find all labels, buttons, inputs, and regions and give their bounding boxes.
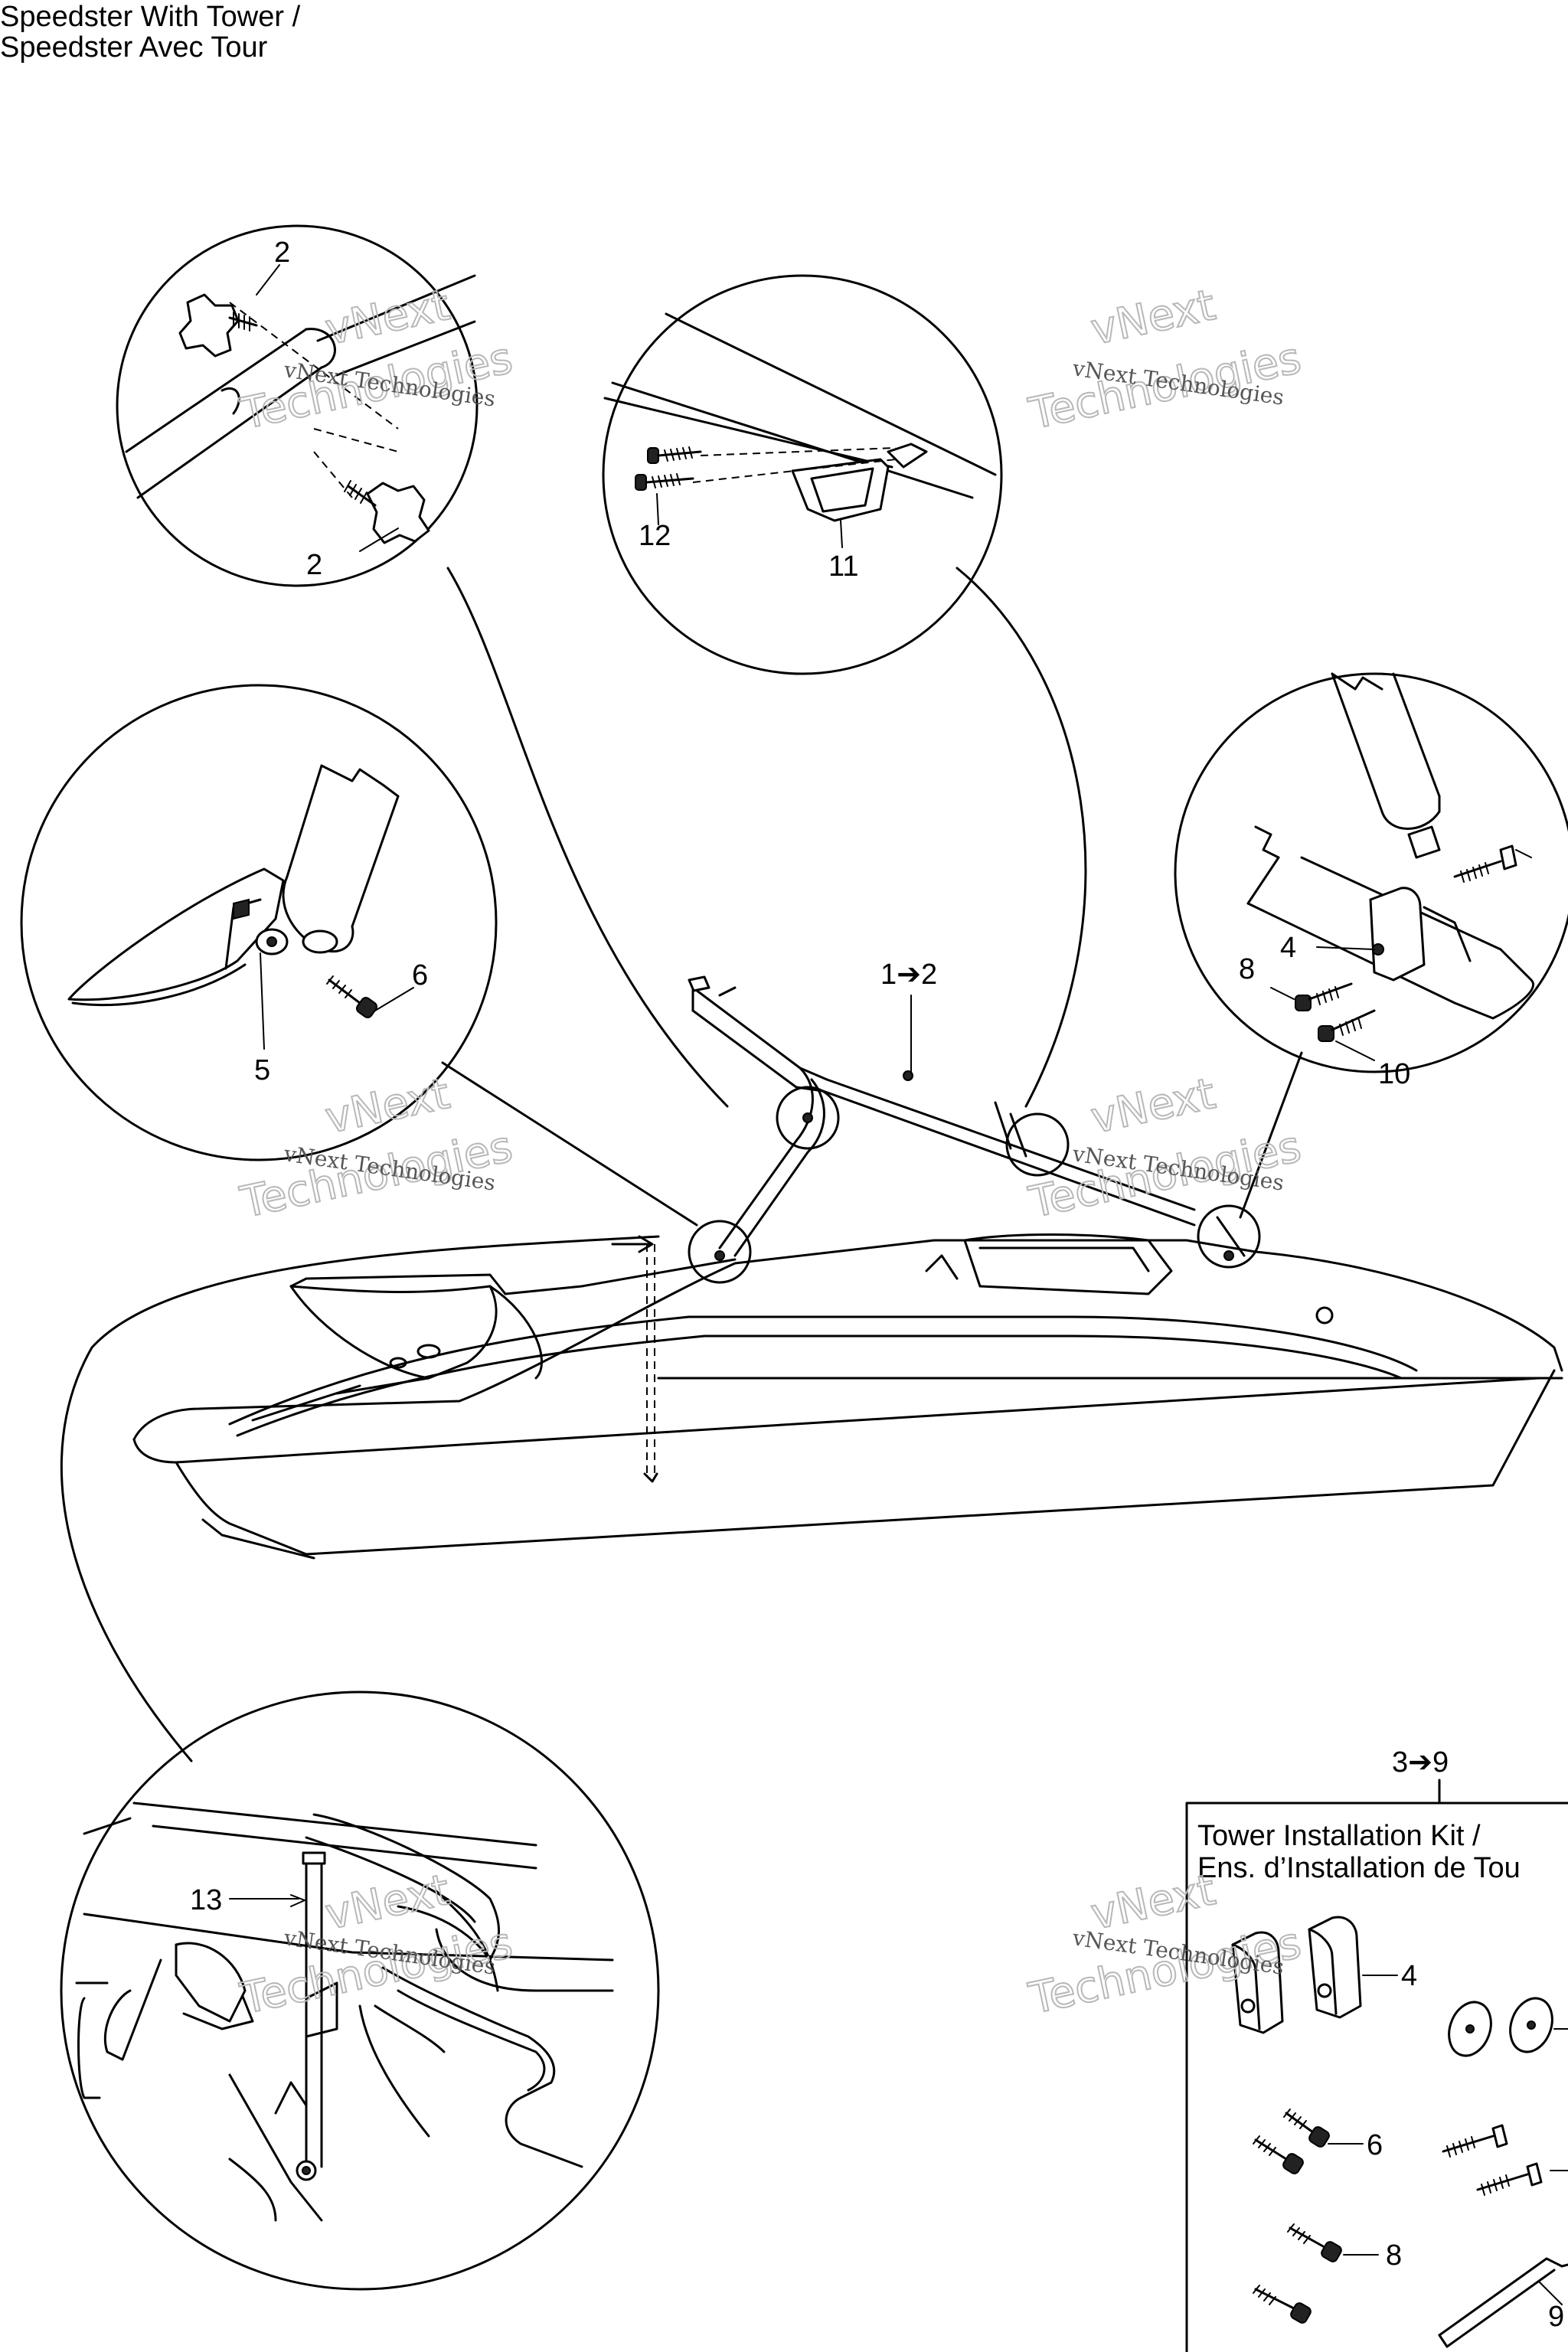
kit-parts [1231, 1916, 1568, 2348]
callout-2-top: 2 [274, 237, 290, 269]
callout-8-right: 8 [1239, 953, 1255, 985]
leader-line-mid-left [441, 1061, 698, 1227]
svg-text:vNext: vNext [1086, 1069, 1220, 1144]
callout-1-to-2: 1➔2 [880, 959, 937, 991]
svg-text:vNext: vNext [321, 1865, 454, 1940]
diagram-title-line-1: Speedster With Tower / [0, 1, 301, 33]
detail-circle-rear-mount [1174, 672, 1568, 1073]
leader-line-top-right [956, 567, 1087, 1108]
callout-13: 13 [190, 1884, 222, 1916]
kit-title-line-1: Tower Installation Kit / [1197, 1820, 1481, 1852]
leader-line-top-left [446, 567, 729, 1108]
callout-12: 12 [639, 520, 671, 552]
detail-circle-pole [60, 1690, 660, 2291]
callout-4-right: 4 [1280, 932, 1296, 964]
svg-text:vNext: vNext [1086, 280, 1220, 355]
svg-text:vNext: vNext [321, 280, 454, 355]
detail-circle-front-mount [20, 684, 498, 1161]
svg-text:vNext: vNext [1086, 1865, 1220, 1940]
watermark-5: vNext Technologies vNext Technologies [235, 1864, 517, 2025]
callout-5: 5 [254, 1054, 270, 1086]
callout-3-to-9: 3➔9 [1392, 1746, 1449, 1779]
watermark-3: vNext Technologies vNext Technologies [235, 1068, 517, 1229]
callout-10: 10 [1378, 1058, 1410, 1090]
callout-6-left: 6 [412, 959, 428, 991]
leader-line-mid-right [1239, 1051, 1303, 1219]
kit-callout-4: 4 [1401, 1960, 1417, 1992]
callout-11: 11 [828, 550, 858, 583]
diagram-title-line-2: Speedster Avec Tour [0, 31, 268, 64]
kit-callout-8: 8 [1386, 2239, 1402, 2272]
kit-title-line-2: Ens. d’Installation de Tou [1197, 1852, 1521, 1884]
detail-circle-mirror [602, 274, 1003, 675]
boat-hull [132, 1233, 1563, 1560]
svg-text:vNext: vNext [321, 1069, 454, 1144]
callout-2-bottom: 2 [306, 549, 322, 581]
wakeboard-tower [688, 975, 1261, 1284]
detail-circle-knobs [116, 224, 479, 587]
tower-kit-box [1185, 1802, 1568, 2352]
leader-line-bottom-left [60, 1235, 660, 1762]
watermark-2: vNext Technologies vNext Technologies [1024, 279, 1305, 440]
kit-callout-9: 9 [1548, 2301, 1564, 2333]
kit-callout-6: 6 [1367, 2129, 1383, 2161]
